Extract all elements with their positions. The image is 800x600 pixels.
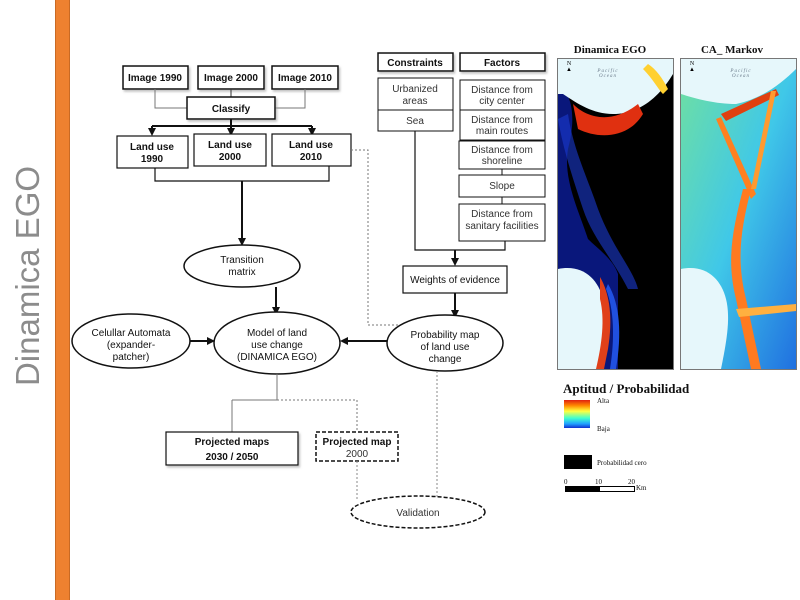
legend-high-label: Alta: [597, 397, 610, 405]
factor-line2: sanitary facilities: [465, 221, 538, 232]
land-use-2010-box: Land use 2010: [271, 133, 352, 167]
constraints-header: Constraints: [377, 52, 454, 72]
factor-sanitary-facilities: Distance from sanitary facilities: [458, 203, 546, 242]
probability-map-line2: of land use: [421, 342, 470, 353]
probability-map-node: Probability map of land use change: [386, 314, 504, 372]
land-use-2000-line1: Land use: [208, 140, 252, 151]
connector: [275, 89, 306, 109]
connector: [154, 89, 187, 109]
scale-tick-10: 10: [595, 478, 602, 486]
projected-map-2000-line1: Projected map: [323, 437, 392, 448]
weights-of-evidence-box: Weights of evidence: [402, 265, 508, 294]
validation-node: Validation: [350, 495, 486, 529]
constraints-label: Constraints: [387, 58, 443, 69]
image-1990-label: Image 1990: [128, 73, 182, 84]
dashed-connector: [277, 399, 358, 432]
model-line3: (DINAMICA EGO): [237, 352, 317, 363]
factor-line2: shoreline: [482, 156, 523, 167]
constraint-urbanized-areas: Urbanized areas: [377, 77, 454, 111]
legend-title: Aptitud / Probabilidad: [563, 381, 690, 396]
factor-line1: Distance from: [471, 209, 533, 220]
factors-header: Factors: [459, 52, 546, 72]
factor-slope: Slope: [458, 174, 546, 198]
constraint-sea-label: Sea: [406, 116, 424, 127]
accent-bar: [55, 0, 70, 600]
scale-unit: Km: [636, 484, 647, 492]
connector: [414, 131, 506, 251]
land-use-1990-line2: 1990: [141, 154, 164, 165]
cellular-automata-line3: patcher): [113, 352, 150, 363]
factor-line1: Distance from: [471, 115, 533, 126]
map-right-title: CA_ Markov: [700, 44, 764, 56]
image-2000-box: Image 2000: [197, 65, 265, 90]
dashed-connector: [351, 149, 400, 326]
scale-tick-20: 20: [628, 478, 635, 486]
north-arrow-icon: N▲: [566, 61, 572, 73]
probability-map-line3: change: [429, 354, 462, 365]
cellular-automata-line2: (expander-: [107, 340, 155, 351]
land-use-2000-box: Land use 2000: [193, 133, 267, 167]
model-line2: use change: [251, 340, 303, 351]
land-use-2010-line2: 2010: [300, 152, 323, 163]
classify-box: Classify: [186, 96, 276, 120]
factor-slope-label: Slope: [489, 181, 515, 192]
land-use-2000-line2: 2000: [219, 152, 242, 163]
factor-line1: Distance from: [471, 85, 533, 96]
map-ca-markov: N▲ Pacific Ocean: [680, 58, 797, 370]
scale-tick-0: 0: [564, 478, 568, 486]
projected-map-2000-line2: 2000: [346, 449, 369, 460]
north-arrow-icon: N▲: [689, 61, 695, 73]
projected-maps-line2: 2030 / 2050: [206, 452, 259, 463]
factor-line2: main routes: [476, 126, 528, 137]
model-line1: Model of land: [247, 328, 307, 339]
scale-bar: [565, 486, 635, 492]
factor-line1: Distance from: [471, 145, 533, 156]
constraint-sea: Sea: [377, 109, 454, 132]
cellular-automata-node: Celullar Automata (expander- patcher): [71, 313, 191, 369]
probability-map-line1: Probability map: [411, 330, 480, 341]
constraint-line2: areas: [402, 96, 427, 107]
factor-line2: city center: [479, 96, 525, 107]
weights-of-evidence-label: Weights of evidence: [410, 275, 500, 286]
transition-matrix-line2: matrix: [228, 267, 255, 278]
classify-label: Classify: [212, 104, 251, 115]
image-1990-box: Image 1990: [122, 65, 189, 90]
map-left-title: Dinamica EGO: [573, 44, 647, 56]
factor-city-center: Distance from city center: [459, 79, 546, 111]
factor-shoreline: Distance from shoreline: [458, 140, 546, 170]
ocean-label: Pacific Ocean: [730, 69, 752, 79]
validation-label: Validation: [396, 508, 439, 519]
constraint-line1: Urbanized: [392, 84, 438, 95]
land-use-1990-box: Land use 1990: [116, 135, 189, 169]
transition-matrix-node: Transition matrix: [183, 244, 301, 288]
cellular-automata-line1: Celullar Automata: [92, 328, 171, 339]
model-node: Model of land use change (DINAMICA EGO): [213, 311, 341, 375]
legend-zero-swatch: [564, 455, 592, 469]
projected-map-2000-box: Projected map 2000: [315, 431, 399, 462]
legend-color-ramp: [564, 400, 590, 428]
projected-maps-box: Projected maps 2030 / 2050: [165, 431, 299, 466]
legend-low-label: Baja: [597, 425, 610, 433]
legend-zero-label: Probabilidad cero: [597, 459, 647, 467]
transition-matrix-line1: Transition: [220, 255, 264, 266]
factors-label: Factors: [484, 58, 521, 69]
image-2000-label: Image 2000: [204, 73, 258, 84]
image-2010-label: Image 2010: [278, 73, 332, 84]
land-use-2010-line1: Land use: [289, 140, 333, 151]
ocean-label: Pacific Ocean: [597, 69, 619, 79]
map-dinamica-ego: N▲ Pacific Ocean: [557, 58, 674, 370]
factor-main-routes: Distance from main routes: [459, 109, 546, 141]
land-use-1990-line1: Land use: [130, 142, 174, 153]
projected-maps-line1: Projected maps: [195, 437, 270, 448]
image-2010-box: Image 2010: [271, 65, 339, 90]
